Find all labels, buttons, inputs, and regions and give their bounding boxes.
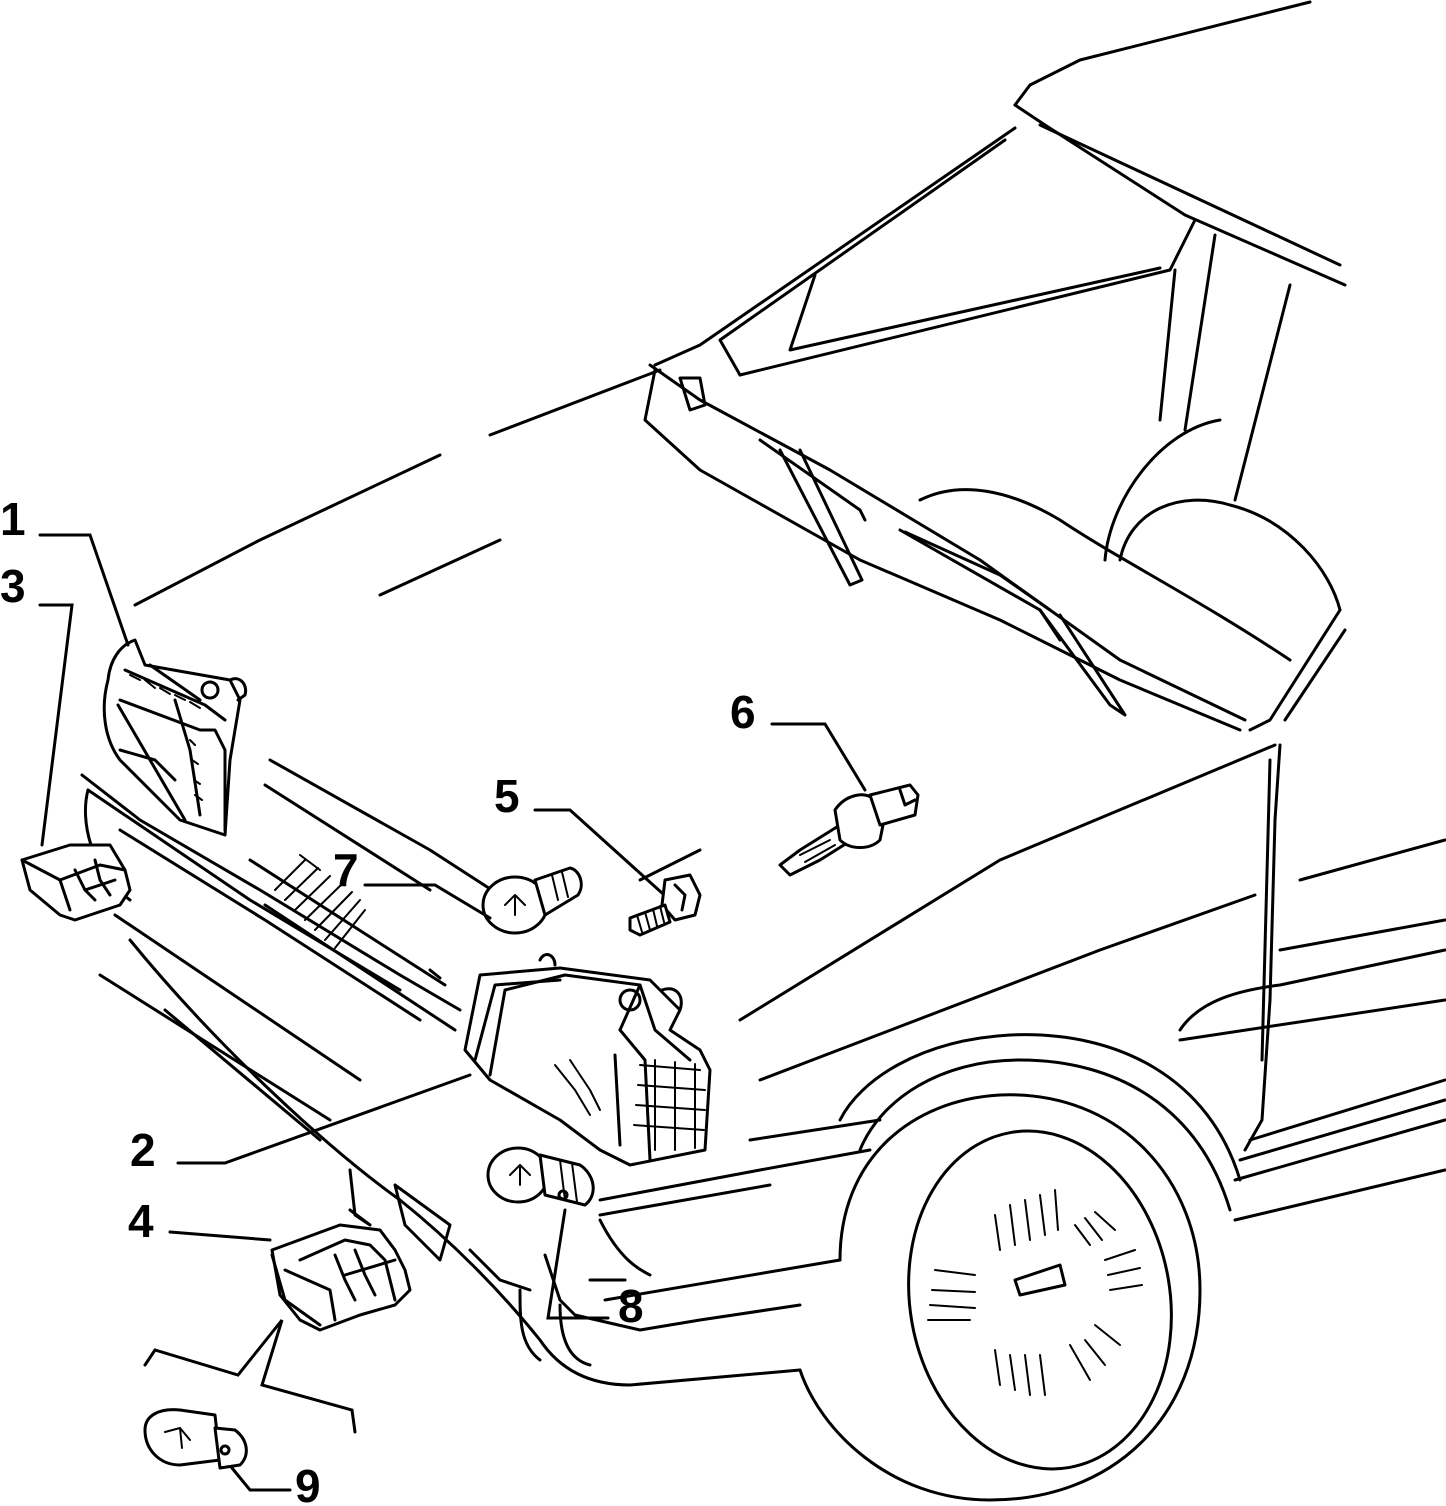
callout-9: 9 — [295, 1460, 321, 1506]
leader-9 — [230, 1466, 292, 1492]
grille-slats — [274, 854, 366, 949]
front-wheel — [798, 1093, 1202, 1502]
callout-1: 1 — [0, 493, 26, 545]
leader-4 — [168, 1230, 272, 1242]
callout-5: 5 — [494, 770, 520, 822]
leader-lines — [38, 533, 867, 1492]
callout-7: 7 — [333, 844, 359, 896]
leader-1 — [38, 533, 130, 647]
leader-5 — [533, 808, 664, 895]
halogen-bulb-part — [778, 783, 920, 877]
side-indicator-lower-part — [270, 1223, 412, 1332]
screw-part — [628, 873, 702, 937]
side-indicator-left-part — [20, 843, 132, 922]
leader-8 — [546, 1208, 610, 1320]
leader-6 — [770, 722, 867, 792]
callout-4: 4 — [128, 1195, 154, 1247]
leader-3 — [38, 603, 74, 847]
callout-3: 3 — [0, 560, 26, 612]
bulb-8-part — [486, 1146, 595, 1207]
callout-8: 8 — [618, 1280, 644, 1332]
bulb-7-part — [481, 866, 583, 935]
car-body-outline — [80, 0, 1446, 1502]
leader-7 — [363, 883, 492, 920]
leader-2 — [176, 1073, 472, 1165]
headlamp-right-part — [463, 953, 712, 1167]
callout-2: 2 — [130, 1124, 156, 1176]
callout-6: 6 — [730, 686, 756, 738]
callout-labels: 1 3 2 4 5 6 7 8 9 — [0, 493, 756, 1506]
bulb-9-part — [143, 1408, 248, 1470]
leader-4-bracket — [143, 1319, 357, 1434]
headlamp-left-part — [102, 638, 248, 837]
